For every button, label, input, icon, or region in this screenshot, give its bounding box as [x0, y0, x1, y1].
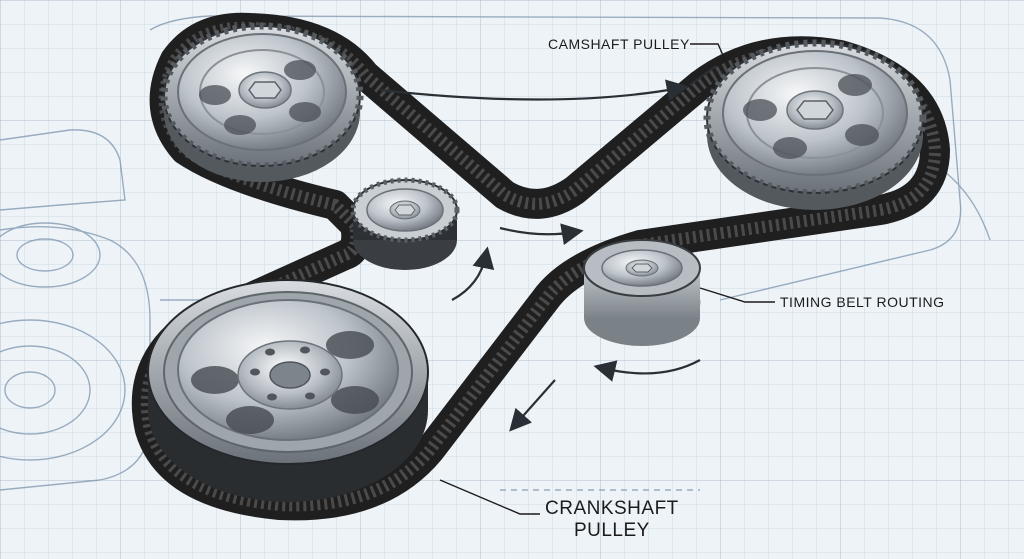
leader-lines [439, 43, 775, 515]
crankshaft-pulley-label: CRANKSHAFT PULLEY [545, 498, 679, 542]
camshaft-pulley-right [703, 39, 927, 210]
crankshaft-pulley [147, 279, 429, 502]
camshaft-pulley-label: CAMSHAFT PULLEY [548, 36, 690, 52]
tensioner-pulley [350, 177, 460, 270]
routing-leader [699, 287, 775, 303]
crankshaft-label-line1: CRANKSHAFT [545, 498, 679, 519]
arrow-icon [593, 359, 701, 382]
arrow-icon [509, 379, 556, 432]
camshaft-pulley-left [160, 22, 364, 182]
camshaft-leader [690, 43, 727, 63]
crankshaft-label-line2: PULLEY [573, 520, 650, 541]
arrow-icon [499, 223, 584, 246]
arrow-icon [379, 79, 689, 102]
blueprint-outline [0, 15, 991, 491]
idler-pulley [583, 239, 701, 346]
arrow-icon [451, 246, 495, 301]
crankshaft-leader [439, 479, 540, 515]
direction-arrows [379, 65, 717, 432]
timing-belt-routing-label: TIMING BELT ROUTING [780, 294, 945, 310]
